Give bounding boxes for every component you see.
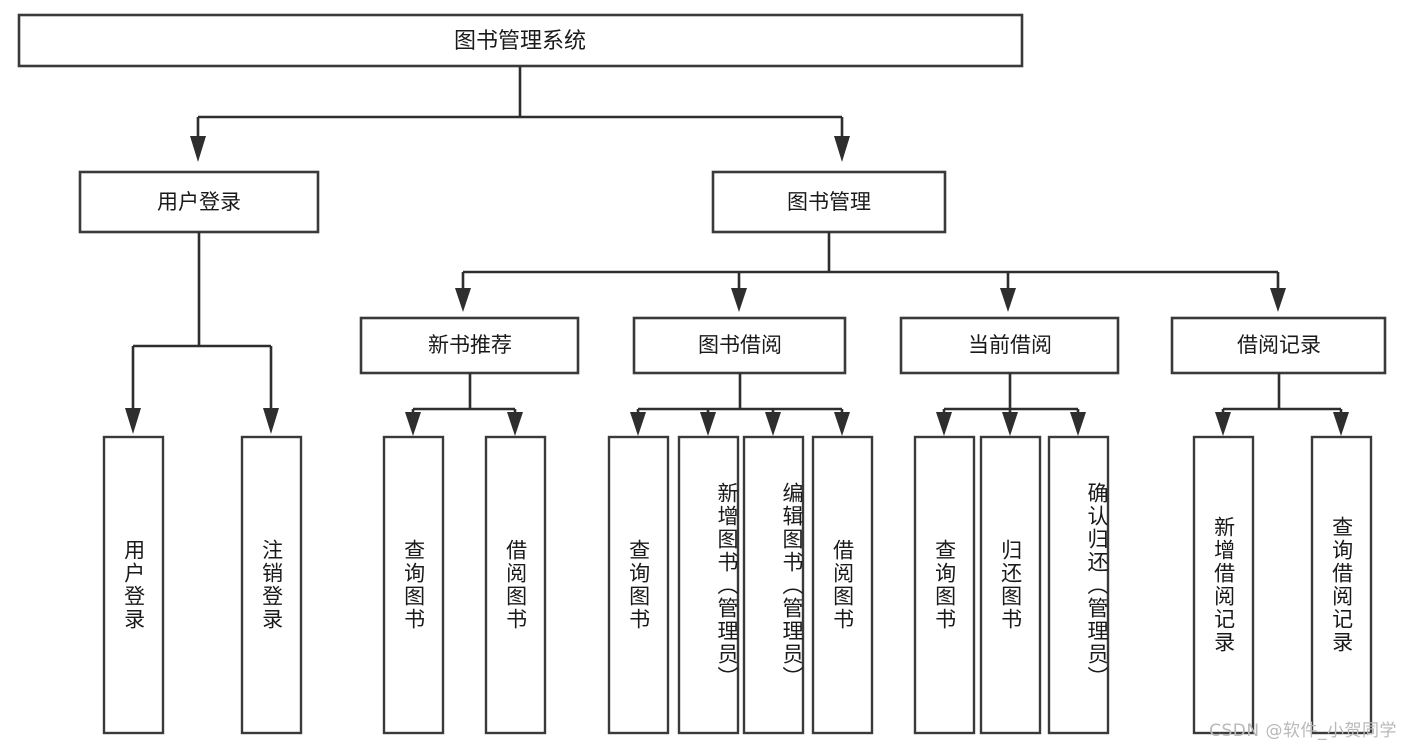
connector-book-borrow-to-leaves <box>630 373 850 436</box>
node-current-borrow-label: 当前借阅 <box>968 333 1052 357</box>
leaf-box-bb-add-book[interactable] <box>677 435 740 735</box>
arrow-head-icon <box>1000 288 1016 312</box>
arrow-head-icon <box>731 288 747 312</box>
node-root[interactable]: 图书管理系统 <box>17 13 1024 68</box>
node-book-borrow[interactable]: 图书借阅 <box>632 316 847 375</box>
leaf-box-bb-borrow-book[interactable] <box>811 435 874 735</box>
arrow-head-icon <box>405 412 421 436</box>
arrow-head-icon <box>1002 412 1018 436</box>
leaf-box-nbr-borrow-book[interactable] <box>484 435 547 735</box>
node-root-label: 图书管理系统 <box>454 29 586 54</box>
leaf-box-user-login[interactable] <box>102 435 165 735</box>
arrow-head-icon <box>1333 412 1349 436</box>
node-book-management[interactable]: 图书管理 <box>711 170 947 234</box>
node-book-borrow-label: 图书借阅 <box>698 333 782 357</box>
leaf-box-br-query-record[interactable] <box>1310 435 1373 735</box>
leaf-box-logout[interactable] <box>240 435 303 735</box>
arrow-head-icon <box>630 412 646 436</box>
node-user-login-box[interactable] <box>78 170 320 234</box>
node-current-borrow-box[interactable] <box>899 316 1120 375</box>
arrow-head-icon <box>507 412 523 436</box>
arrow-head-icon <box>765 412 781 436</box>
connector-borrow-records-to-leaves <box>1215 373 1349 436</box>
node-root-box[interactable] <box>17 13 1024 68</box>
node-current-borrow[interactable]: 当前借阅 <box>899 316 1120 375</box>
node-user-login-label: 用户登录 <box>157 190 241 214</box>
node-book-management-label: 图书管理 <box>787 190 871 214</box>
node-new-book-recommend[interactable]: 新书推荐 <box>359 316 580 375</box>
arrow-head-icon <box>263 408 279 434</box>
arrow-head-icon <box>936 412 952 436</box>
leaf-box-cb-return-book[interactable] <box>979 435 1042 735</box>
connector-new-book-recommend-to-leaves <box>405 373 523 436</box>
leaf-box-bb-query-book[interactable] <box>607 435 670 735</box>
leaf-box-cb-confirm-return[interactable] <box>1047 435 1110 735</box>
connector-root-to-level2 <box>190 66 850 162</box>
node-new-book-recommend-label: 新书推荐 <box>428 333 512 357</box>
node-new-book-recommend-box[interactable] <box>359 316 580 375</box>
arrow-head-icon <box>455 288 471 312</box>
leaf-box-nbr-query-book[interactable] <box>382 435 445 735</box>
arrow-head-icon <box>834 412 850 436</box>
arrow-head-icon <box>1215 412 1231 436</box>
arrow-head-icon <box>700 412 716 436</box>
node-borrow-records-label: 借阅记录 <box>1237 333 1321 357</box>
connector-current-borrow-to-leaves <box>936 373 1086 436</box>
node-user-login[interactable]: 用户登录 <box>78 170 320 234</box>
arrow-head-icon <box>190 136 206 162</box>
arrow-head-icon <box>1070 412 1086 436</box>
leaf-box-bb-edit-book[interactable] <box>742 435 805 735</box>
arrow-head-icon <box>125 408 141 434</box>
node-borrow-records[interactable]: 借阅记录 <box>1170 316 1387 375</box>
connector-book-management-to-level3 <box>455 232 1286 312</box>
arrow-head-icon <box>1270 288 1286 312</box>
leaf-box-br-add-record[interactable] <box>1192 435 1255 735</box>
leaf-box-cb-query-book[interactable] <box>913 435 976 735</box>
arrow-head-icon <box>834 136 850 162</box>
connector-user-login-to-leaves <box>125 232 279 434</box>
